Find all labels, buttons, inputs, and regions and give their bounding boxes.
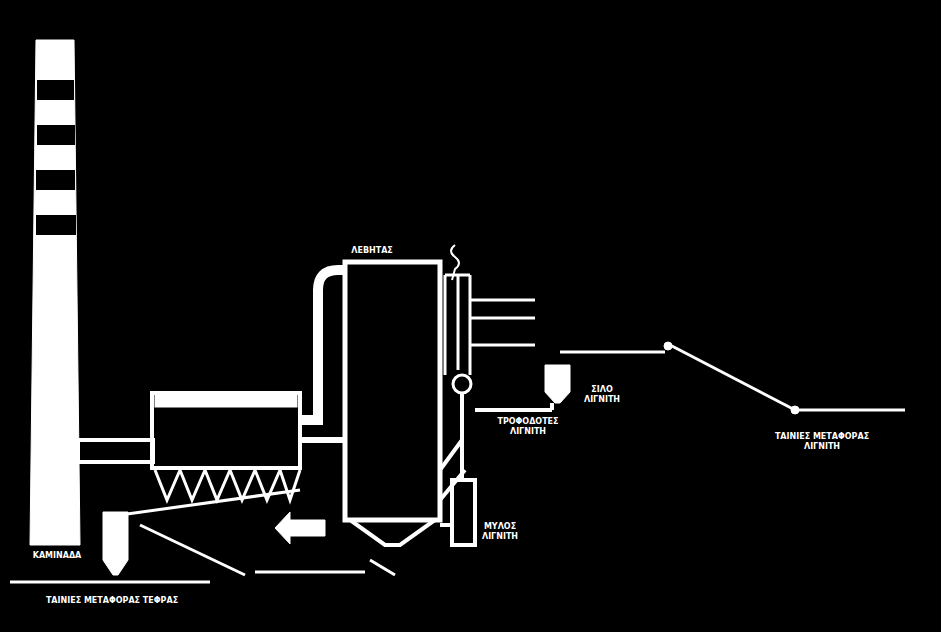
- part-label: ΣΙΛΟ ΛΙΓΝΙΤΗ: [576, 385, 628, 405]
- boiler: [345, 262, 440, 520]
- ash-arrow: [275, 512, 325, 544]
- part-label: ΜΥΛΟΣ ΛΙΓΝΙΤΗ: [475, 522, 525, 542]
- part-label: ΤΡΟΦΟΔΟΤΕΣ ΛΙΓΝΙΤΗ: [493, 417, 563, 437]
- ash-silo: [103, 512, 128, 575]
- drum: [453, 375, 471, 393]
- precipitator-top: [155, 393, 297, 407]
- part-label: ΚΑΜΙΝΑΔΑ: [22, 551, 92, 561]
- gas-duct: [300, 270, 345, 420]
- part-label: ΤΑΙΝΙΕΣ ΜΕΤΑΦΟΡΑΣ ΛΙΓΝΙΤΗ: [767, 432, 877, 452]
- part-label: ΤΑΙΝΙΕΣ ΜΕΤΑΦΟΡΑΣ ΤΕΦΡΑΣ: [12, 596, 212, 606]
- flue-duct: [78, 440, 153, 462]
- part-label: ΛΕΒΗΤΑΣ: [342, 246, 402, 256]
- precipitator: [152, 393, 300, 468]
- chimney: [30, 40, 80, 545]
- lignite-silo: [545, 365, 570, 403]
